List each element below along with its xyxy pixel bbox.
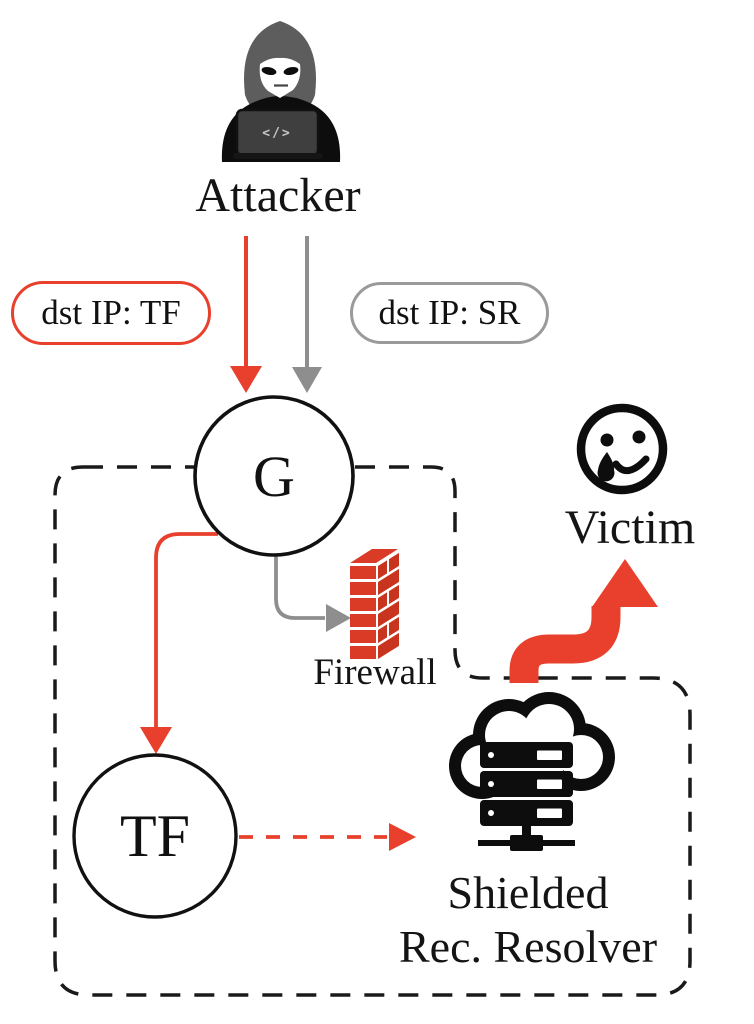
resolver-label-line2: Rec. Resolver <box>398 921 658 973</box>
attacker-right-eye <box>283 66 299 76</box>
server-led-3 <box>488 810 494 816</box>
tf-node-label: TF <box>119 802 191 869</box>
edge-resolver-victim-arrowhead <box>592 559 658 607</box>
edge-g-firewall-arrowhead <box>326 604 351 632</box>
node-g-circle <box>193 395 355 557</box>
gateway-node-label: G <box>253 443 295 509</box>
edge-attacker-to-g-gray <box>292 236 322 393</box>
edge-attacker-to-g-red <box>230 236 262 393</box>
edge-g-firewall-line <box>274 556 325 620</box>
attacker-laptop-code-glyph: </> <box>262 126 292 141</box>
server-unit-1 <box>480 742 573 768</box>
node-tf-circle <box>72 753 238 919</box>
packet-label-dst-sr-text: dst IP: SR <box>378 293 521 332</box>
victim-label: Victim <box>564 501 696 554</box>
edge-attacker-red-arrowhead <box>230 366 262 393</box>
resolver-server-stack <box>478 742 575 851</box>
edge-resolver-victim-ribbon <box>509 606 621 683</box>
edge-g-to-firewall <box>274 556 351 632</box>
firewall-side-bricks <box>378 552 399 659</box>
resolver-label-line1: Shielded <box>447 867 609 918</box>
victim-tear <box>597 452 615 482</box>
resolver-label: Shielded Rec. Resolver <box>378 866 678 975</box>
server-slot-2 <box>537 779 562 789</box>
server-unit-2 <box>480 771 573 797</box>
server-slot-1 <box>537 750 562 760</box>
resolver-cloud-icon <box>449 692 615 851</box>
firewall-front-face <box>350 566 376 659</box>
server-network-node <box>510 835 543 851</box>
attacker-icon <box>221 21 341 162</box>
packet-label-dst-tf-text: dst IP: TF <box>41 293 181 332</box>
victim-right-eye <box>632 430 646 444</box>
server-led-1 <box>488 752 494 758</box>
edge-attacker-gray-arrowhead <box>292 367 322 393</box>
shielded-zone-boundary <box>53 465 692 997</box>
attacker-label: Attacker <box>195 169 361 222</box>
firewall-top-face <box>350 549 398 563</box>
edge-tf-to-resolver <box>239 823 416 851</box>
server-led-2 <box>488 781 494 787</box>
edge-g-tf-line <box>154 532 218 727</box>
server-network-stem <box>522 826 531 838</box>
packet-label-dst-sr: dst IP: SR <box>350 282 549 344</box>
attacker-left-eye <box>261 66 277 76</box>
edge-g-tf-arrowhead <box>140 727 172 754</box>
firewall-side-face <box>378 552 399 659</box>
server-unit-3 <box>480 800 573 826</box>
packet-label-dst-tf: dst IP: TF <box>11 281 211 345</box>
victim-face-ring <box>576 403 668 495</box>
attacker-laptop-base <box>233 153 323 159</box>
victim-mouth <box>612 455 650 475</box>
server-slot-3 <box>537 808 562 818</box>
edge-resolver-to-victim <box>509 559 658 683</box>
victim-left-eye <box>600 433 614 447</box>
firewall-label: Firewall <box>313 652 437 693</box>
firewall-icon <box>350 549 399 659</box>
victim-face-icon <box>576 403 668 495</box>
edge-tf-resolver-arrowhead <box>389 823 416 851</box>
edge-g-to-tf <box>140 532 218 754</box>
